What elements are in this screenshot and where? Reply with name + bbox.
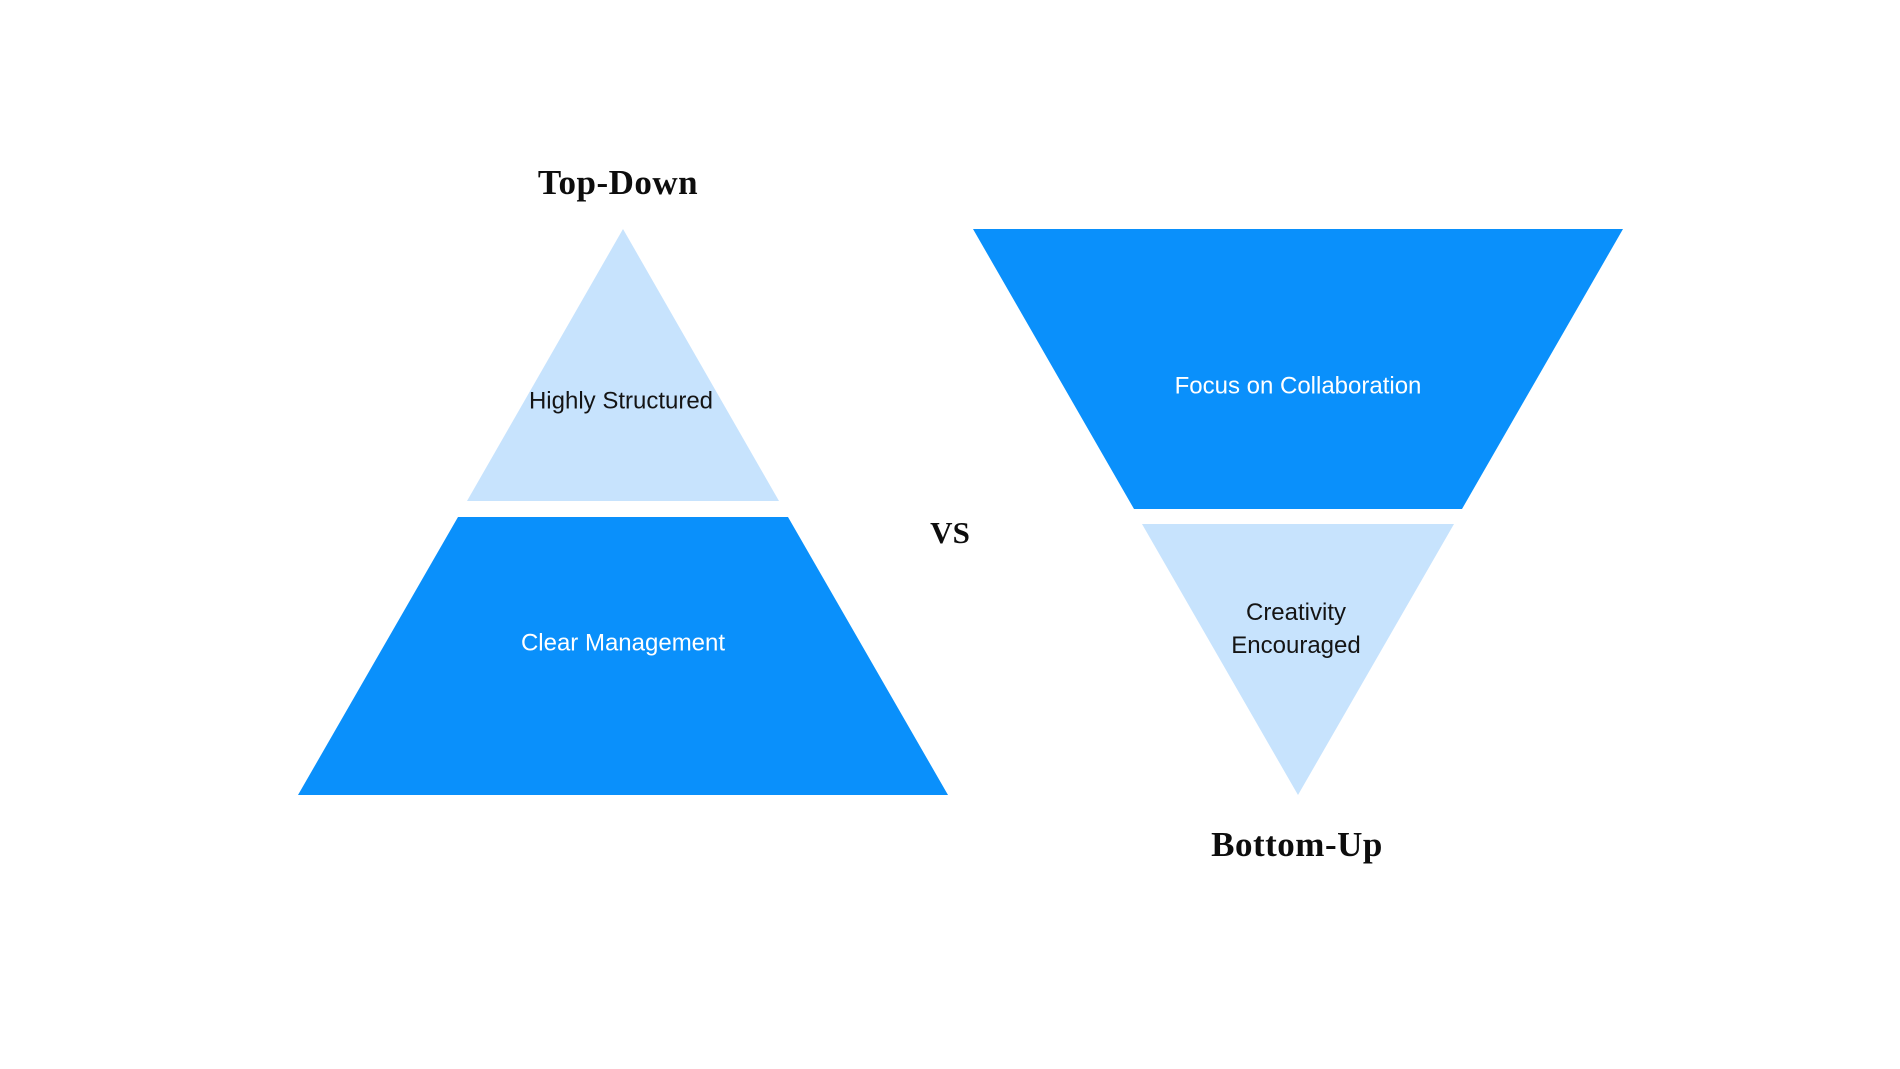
right-pyramid-top-section-shape — [973, 229, 1623, 509]
left-pyramid-top-section-shape — [467, 229, 779, 501]
vs-label: VS — [930, 515, 970, 550]
left-pyramid-bottom-section-shape — [298, 517, 948, 795]
left-pyramid-title: Top-Down — [537, 163, 699, 202]
right-pyramid-bottom-section-label: Creativity Encouraged — [1231, 599, 1361, 659]
left-pyramid-bottom-section-label: Clear Management — [520, 629, 726, 657]
left-pyramid-top-section-label: Highly Structured — [528, 387, 714, 415]
right-pyramid-top-section-label: Focus on Collaboration — [1174, 372, 1422, 400]
right-pyramid-bottom-section-shape — [1142, 524, 1454, 795]
right-pyramid-title: Bottom-Up — [1211, 825, 1383, 864]
